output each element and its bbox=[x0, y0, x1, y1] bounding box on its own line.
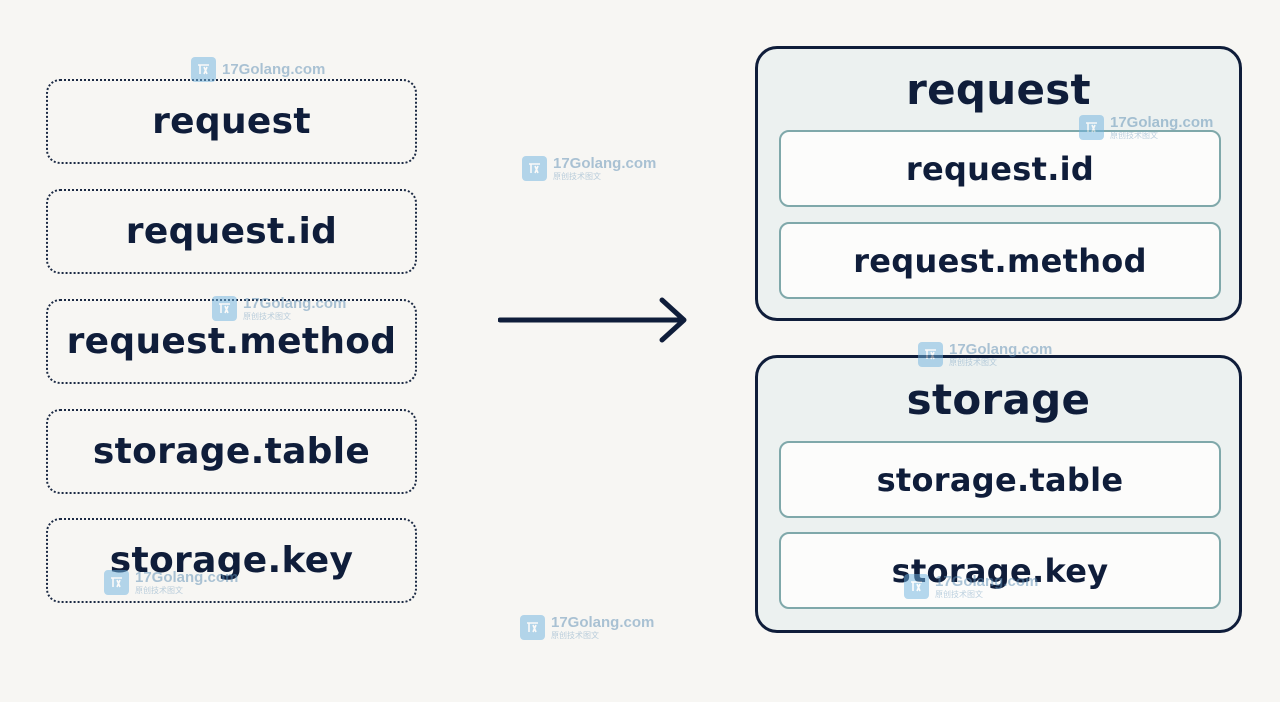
flat-field-label: request bbox=[152, 101, 311, 142]
group-request: request request.id request.method bbox=[755, 46, 1242, 321]
group-field-label: request.id bbox=[905, 149, 1095, 188]
flat-field-request: request bbox=[46, 79, 417, 164]
flat-field-storage-table: storage.table bbox=[46, 409, 417, 494]
group-field-request-id: request.id bbox=[779, 130, 1221, 207]
watermark-subtext: 原创技术图文 bbox=[551, 631, 599, 640]
group-field-request-method: request.method bbox=[779, 222, 1221, 299]
group-field-label: storage.table bbox=[876, 460, 1124, 499]
watermark: 17Golang.com 原创技术图文 bbox=[522, 156, 656, 181]
watermark-logo-icon bbox=[520, 615, 545, 640]
watermark-subtext: 原创技术图文 bbox=[553, 172, 601, 181]
group-title: storage bbox=[906, 375, 1091, 424]
watermark-text: 17Golang.com bbox=[551, 614, 655, 631]
watermark-logo-icon bbox=[522, 156, 547, 181]
group-storage: storage storage.table storage.key bbox=[755, 355, 1242, 633]
group-field-storage-table: storage.table bbox=[779, 441, 1221, 518]
flat-field-label: request.method bbox=[66, 321, 397, 362]
group-field-label: storage.key bbox=[891, 551, 1109, 590]
watermark: 17Golang.com 原创技术图文 bbox=[520, 615, 654, 640]
group-field-storage-key: storage.key bbox=[779, 532, 1221, 609]
flat-field-label: request.id bbox=[125, 211, 338, 252]
arrow-right-icon bbox=[498, 297, 687, 343]
flat-field-request-method: request.method bbox=[46, 299, 417, 384]
watermark-text: 17Golang.com bbox=[222, 61, 326, 78]
group-field-label: request.method bbox=[853, 241, 1147, 280]
flat-field-label: storage.table bbox=[92, 431, 371, 472]
flat-field-label: storage.key bbox=[109, 540, 354, 581]
group-title: request bbox=[906, 65, 1091, 114]
flat-field-storage-key: storage.key bbox=[46, 518, 417, 603]
watermark-text: 17Golang.com bbox=[553, 155, 657, 172]
flat-field-request-id: request.id bbox=[46, 189, 417, 274]
